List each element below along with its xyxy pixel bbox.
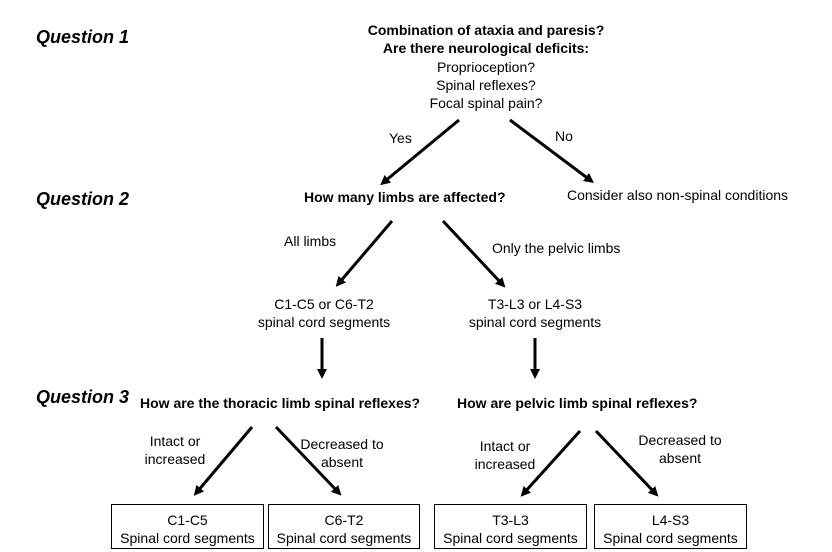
outcome-c6-t2-line1: C6-T2 [324, 512, 364, 528]
q2-right-result-line2: spinal cord segments [468, 314, 602, 330]
outcome-box-c1-c5: C1-C5 Spinal cord segments [111, 504, 264, 549]
arrow-q2-pelvic-limbs [441, 219, 506, 288]
question-3-label: Question 3 [36, 387, 130, 407]
q1-no-label: No [555, 128, 573, 144]
q1-title-line2: Are there neurological deficits: [382, 40, 590, 56]
q1-title-line1: Combination of ataxia and paresis? [367, 22, 605, 38]
arrow-q1-yes [380, 118, 460, 186]
arrow-q3-left-decreased [274, 425, 342, 496]
q1-item-spinal-reflexes: Spinal reflexes? [436, 77, 536, 93]
q1-yes-label: Yes [389, 130, 412, 146]
q3-right-intact-line1: Intact or [479, 438, 531, 454]
arrow-q2-all-limbs [335, 220, 394, 287]
question-2-label: Question 2 [36, 189, 130, 209]
q2-pelvic-limbs-label: Only the pelvic limbs [492, 240, 621, 256]
outcome-c6-t2-line2: Spinal cord segments [276, 530, 412, 546]
q3-left-title: How are the thoracic limb spinal reflexe… [140, 395, 421, 411]
outcome-t3-l3-line1: T3-L3 [492, 512, 529, 528]
q2-all-limbs-label: All limbs [284, 233, 337, 249]
outcome-c1-c5-line2: Spinal cord segments [120, 530, 255, 546]
outcome-box-l4-s3: L4-S3 Spinal cord segments [594, 504, 747, 549]
outcome-c1-c5-line1: C1-C5 [167, 512, 208, 528]
q2-right-result-line1: T3-L3 or L4-S3 [487, 296, 583, 312]
outcome-box-c6-t2: C6-T2 Spinal cord segments [268, 504, 420, 549]
q3-left-intact-line2: increased [144, 451, 206, 467]
q2-left-result-line2: spinal cord segments [257, 314, 391, 330]
arrow-q3-right-decreased [594, 429, 659, 497]
q3-right-decreased-line2: absent [658, 450, 702, 466]
q3-left-intact-line1: Intact or [149, 433, 201, 449]
outcome-l4-s3-line1: L4-S3 [651, 512, 690, 528]
q2-left-result-line1: C1-C5 or C6-T2 [274, 296, 374, 312]
q3-right-title: How are pelvic limb spinal reflexes? [457, 395, 698, 411]
q3-right-intact-line2: increased [474, 456, 536, 472]
arrow-q1-no [509, 118, 594, 183]
q3-left-decreased-line2: absent [320, 454, 364, 470]
arrow-q3-right-intact [520, 429, 582, 497]
q1-no-outcome: Consider also non-spinal conditions [567, 187, 789, 203]
q2-title: How many limbs are affected? [304, 189, 506, 205]
q1-item-proprioception: Proprioception? [436, 59, 536, 75]
outcome-l4-s3-line2: Spinal cord segments [603, 530, 738, 546]
q1-item-focal-spinal-pain: Focal spinal pain? [429, 95, 543, 111]
q3-right-decreased-line1: Decreased to [638, 432, 722, 448]
outcome-box-t3-l3: T3-L3 Spinal cord segments [434, 504, 587, 549]
q3-left-decreased-line1: Decreased to [300, 436, 384, 452]
outcome-t3-l3-line2: Spinal cord segments [443, 530, 578, 546]
arrow-q3-left-intact [193, 426, 254, 496]
question-1-label: Question 1 [36, 27, 130, 47]
